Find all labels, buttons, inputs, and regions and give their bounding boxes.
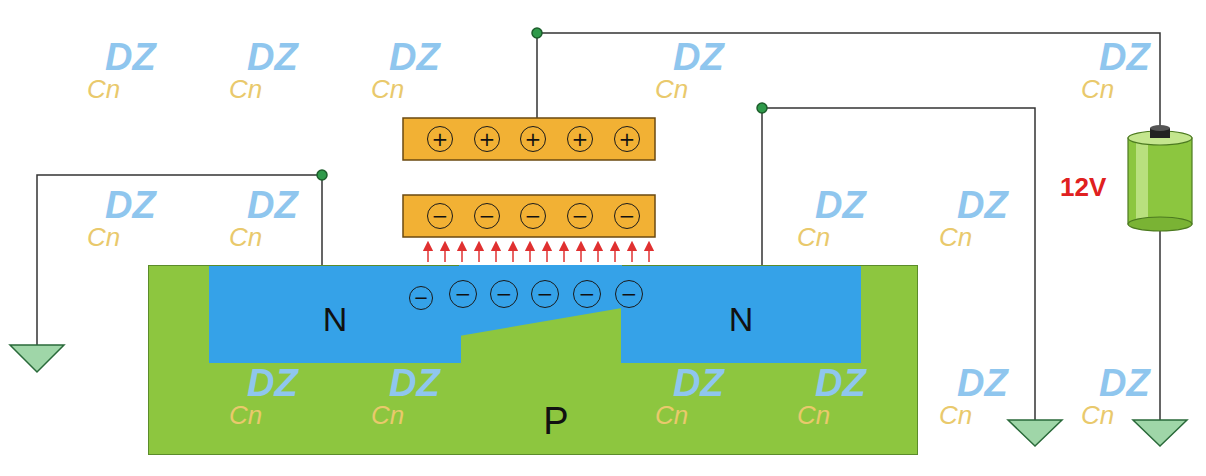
watermark-text: DZ xyxy=(815,186,866,224)
charge-sign: − xyxy=(537,284,554,304)
watermark-text: DZ xyxy=(389,38,440,76)
gate-charge: + xyxy=(567,126,593,152)
gate-charge: + xyxy=(474,126,500,152)
gate-charge: + xyxy=(427,126,453,152)
watermark-text: DZ xyxy=(1099,38,1150,76)
charge-sign: − xyxy=(579,284,596,304)
n-region: N xyxy=(209,266,461,363)
watermark-text: DZ xyxy=(957,364,1008,402)
watermark-text: DZ xyxy=(1099,364,1150,402)
charge-sign: + xyxy=(479,129,496,149)
gate-charge: − xyxy=(427,203,453,229)
watermark-text: Cn xyxy=(939,402,972,428)
region-label: N xyxy=(729,302,754,336)
inversion-channel xyxy=(459,265,622,336)
channel-electron: − xyxy=(490,280,518,308)
gate-charge: − xyxy=(567,203,593,229)
watermark-text: DZ xyxy=(105,186,156,224)
watermark-text: Cn xyxy=(87,224,120,250)
watermark-text: Cn xyxy=(655,76,688,102)
watermark-text: Cn xyxy=(1081,76,1114,102)
channel-electron: − xyxy=(573,280,601,308)
gate-charge: − xyxy=(614,203,640,229)
charge-sign: + xyxy=(432,129,449,149)
battery: 12V xyxy=(1058,122,1194,240)
watermark-text: Cn xyxy=(371,402,404,428)
watermark-text: DZ xyxy=(389,364,440,402)
channel-electron: − xyxy=(409,286,433,310)
watermark-text: DZ xyxy=(247,364,298,402)
watermark-text: Cn xyxy=(229,402,262,428)
watermark-text: Cn xyxy=(229,76,262,102)
region-label: N xyxy=(323,302,348,336)
watermark-text: Cn xyxy=(87,76,120,102)
charge-sign: − xyxy=(496,284,513,304)
watermark-text: Cn xyxy=(655,402,688,428)
channel-electron: − xyxy=(531,280,559,308)
field-arrow xyxy=(428,246,649,262)
gate-plate xyxy=(403,195,655,237)
charge-sign: − xyxy=(479,206,496,226)
watermark-text: Cn xyxy=(939,224,972,250)
charge-sign: − xyxy=(455,284,472,304)
region-label: P xyxy=(543,402,568,440)
voltage-label: 12V xyxy=(1060,174,1106,200)
charge-sign: − xyxy=(413,289,428,307)
watermark-text: Cn xyxy=(371,76,404,102)
charge-sign: + xyxy=(525,129,542,149)
watermark-text: DZ xyxy=(105,38,156,76)
watermark-text: DZ xyxy=(673,38,724,76)
watermark-text: Cn xyxy=(797,402,830,428)
channel-electron: − xyxy=(615,280,643,308)
watermark-text: DZ xyxy=(957,186,1008,224)
charge-sign: − xyxy=(621,284,638,304)
n-region: N xyxy=(621,266,861,363)
gate-charge: − xyxy=(474,203,500,229)
watermark-text: Cn xyxy=(229,224,262,250)
charge-sign: − xyxy=(432,206,449,226)
watermark-text: DZ xyxy=(815,364,866,402)
watermark-text: DZ xyxy=(673,364,724,402)
watermark-text: DZ xyxy=(247,38,298,76)
terminal-dot xyxy=(317,28,767,180)
charge-sign: − xyxy=(572,206,589,226)
charge-sign: − xyxy=(525,206,542,226)
watermark-text: Cn xyxy=(1081,402,1114,428)
gate-charge: − xyxy=(520,203,546,229)
gate-charge: + xyxy=(614,126,640,152)
charge-sign: − xyxy=(619,206,636,226)
watermark-text: DZ xyxy=(247,186,298,224)
watermark-text: Cn xyxy=(797,224,830,250)
charge-sign: + xyxy=(572,129,589,149)
gate-plate xyxy=(403,118,655,160)
channel-electron: − xyxy=(449,280,477,308)
gate-charge: + xyxy=(520,126,546,152)
charge-sign: + xyxy=(619,129,636,149)
